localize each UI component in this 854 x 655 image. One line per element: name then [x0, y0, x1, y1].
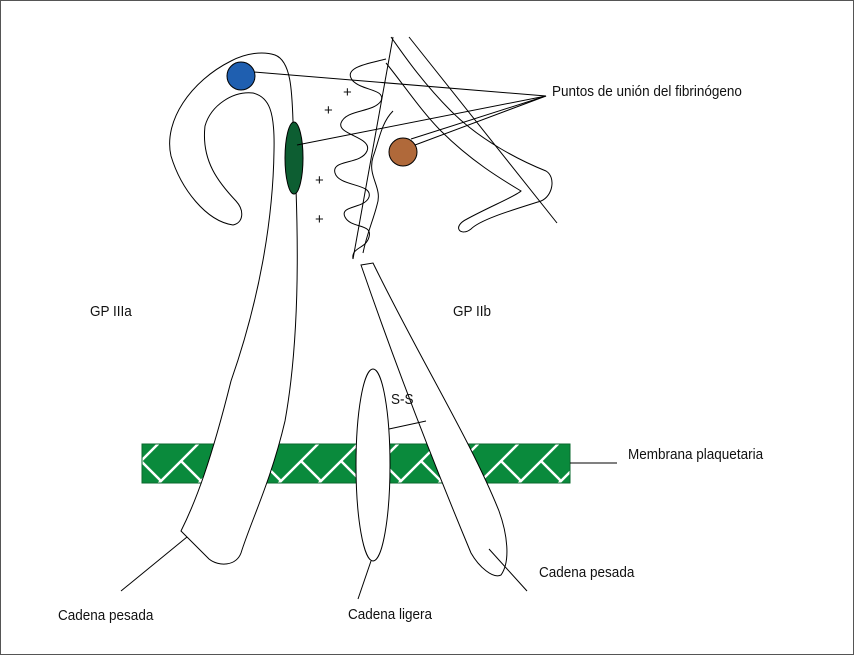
pointer-brown-2	[411, 96, 546, 139]
gp-iiia-label: GP IIIa	[90, 303, 132, 320]
charge-plus-2: +	[324, 103, 333, 118]
light-chain-label: Cadena ligera	[348, 606, 432, 623]
heavy-left-pointer	[121, 537, 187, 591]
gp-iiia-chain	[170, 53, 298, 564]
gp-iib-head	[386, 37, 552, 232]
binding-site-brown	[389, 138, 417, 166]
charge-plus-4: +	[315, 212, 324, 227]
pointer-brown	[415, 96, 546, 145]
charge-plus-1: +	[343, 85, 352, 100]
binding-site-blue	[227, 62, 255, 90]
gp-iib-outer-line	[409, 37, 557, 223]
binding-site-green	[285, 122, 303, 194]
gp-iib-light-chain	[356, 369, 390, 561]
gp-iib-axis-line	[353, 37, 393, 259]
charge-plus-3: +	[315, 173, 324, 188]
light-chain-pointer	[358, 561, 371, 599]
disulfide-label: S-S	[391, 391, 414, 408]
heavy-chain-left-label: Cadena pesada	[58, 607, 153, 624]
binding-pocket-inner	[363, 111, 393, 253]
membrane-label: Membrana plaquetaria	[628, 446, 763, 463]
gp-iib-label: GP IIb	[453, 303, 491, 320]
binding-sites-label: Puntos de unión del fibrinógeno	[552, 83, 742, 100]
heavy-chain-right-label: Cadena pesada	[539, 564, 634, 581]
